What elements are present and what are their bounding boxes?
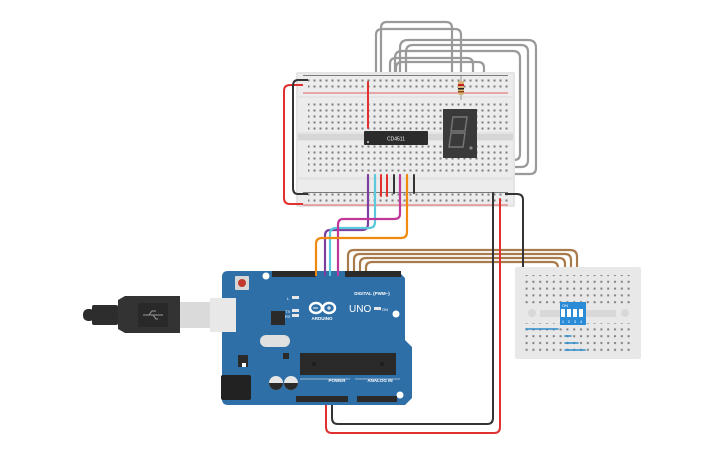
led-on-label: ON [382, 307, 388, 312]
dip-switch[interactable]: ON 1 2 3 4 [560, 302, 586, 325]
led-tx-label: TX [285, 309, 290, 314]
dip-num-4: 4 [580, 319, 583, 324]
wire-magenta [336, 173, 402, 273]
wire-5v-arduino [325, 200, 501, 434]
resistor[interactable] [458, 76, 464, 100]
dip-levers [561, 309, 583, 317]
atmega-chip [300, 353, 396, 375]
ic-cd4511[interactable]: CD4511 [364, 131, 428, 145]
digital-header-label: DIGITAL (PWM~) [354, 291, 390, 296]
usb-chip [271, 311, 285, 325]
seven-segment-display[interactable] [443, 109, 477, 158]
dip-num-2: 2 [568, 319, 571, 324]
model-label: UNO [349, 304, 371, 315]
led-rx-label: RX [285, 314, 291, 319]
power-jack [221, 375, 251, 400]
arduino-logo-icon [308, 301, 337, 315]
dip-jumpers [525, 328, 586, 351]
wires-ic-to-display[interactable] [374, 20, 538, 176]
digital-header[interactable] [272, 271, 401, 277]
wires-dip-switch[interactable] [346, 248, 579, 276]
power-header-label: POWER [328, 378, 346, 383]
power-wires[interactable] [325, 193, 524, 434]
wire-ground-arduino [331, 196, 494, 425]
analog-header-label: ANALOG IN [367, 378, 392, 383]
led-l-label: L [287, 296, 290, 301]
ic-label: CD4511 [387, 137, 405, 143]
arduino-signal-wires[interactable] [314, 173, 409, 273]
status-leds [292, 296, 381, 317]
wire-purple [323, 173, 370, 273]
dip-num-1: 1 [562, 319, 565, 324]
rail-loop-wires[interactable] [283, 79, 308, 205]
analog-header[interactable] [357, 396, 397, 402]
wire-ground-dip [505, 193, 524, 323]
crystal [260, 335, 290, 347]
voltage-regulator [238, 355, 248, 367]
usb-icon [143, 310, 163, 320]
segment-digit-8 [448, 116, 468, 148]
wire-orange [314, 173, 409, 273]
brand-label: ARDUINO [312, 316, 333, 321]
dip-num-3: 3 [574, 319, 577, 324]
power-header[interactable] [296, 396, 348, 402]
wire-cyan [328, 173, 377, 273]
arduino-uno[interactable]: DIGITAL (PWM~) L TX RX ON ARDUINO UNO [210, 271, 412, 405]
dip-on-label: ON [562, 303, 568, 308]
usb-port [210, 298, 236, 332]
